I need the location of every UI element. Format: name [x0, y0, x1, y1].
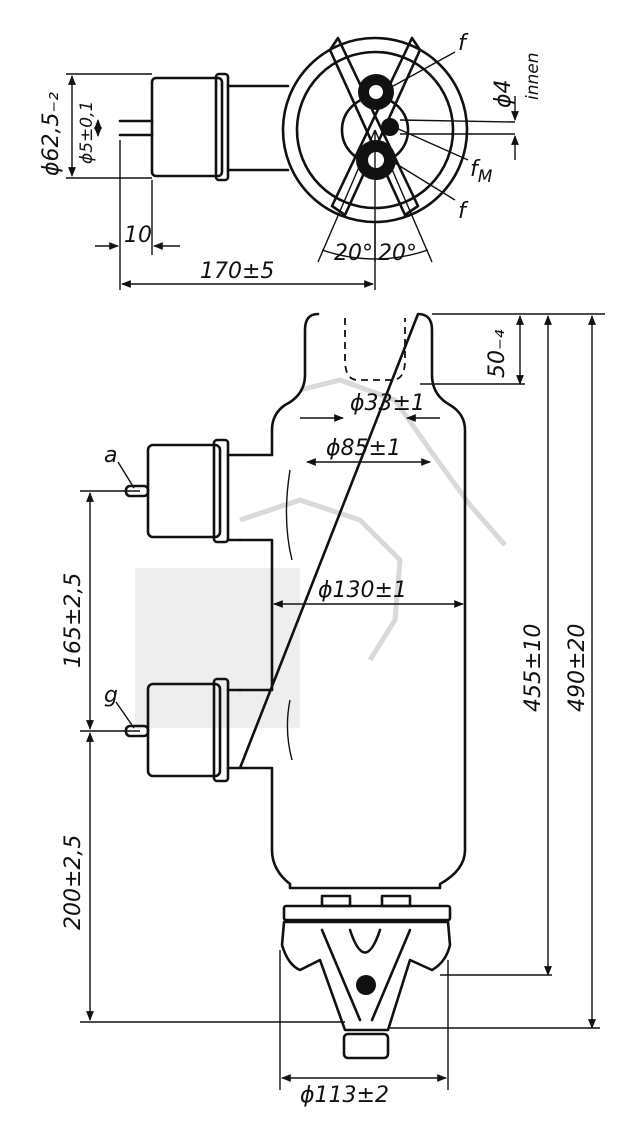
top-terminal-pin — [118, 119, 154, 137]
label-filament-top: f — [458, 31, 469, 56]
side-view: a g 50₋₄ ϕ33±1 ϕ85±1 ϕ130±1 165±2,5 200±… — [61, 312, 605, 1108]
top-terminal-ring — [214, 72, 230, 182]
label-angle-right: 20° — [378, 241, 417, 266]
top-terminal-stem — [226, 84, 290, 172]
label-dim-base-dia: ϕ113±2 — [300, 1083, 389, 1108]
label-dia-inner: ϕ4 — [491, 79, 516, 108]
label-dim-body-dia: ϕ130±1 — [318, 578, 407, 603]
label-dim-height-base: 455±10 — [521, 624, 546, 712]
watermark — [135, 377, 507, 728]
base-bracket — [280, 920, 452, 1032]
label-overall-width: 170±5 — [200, 259, 274, 284]
label-dim-height-total: 490±20 — [565, 624, 590, 712]
label-filament-mid: fM — [470, 157, 493, 187]
tube-envelope — [238, 312, 467, 890]
label-grid: g — [104, 683, 118, 708]
label-inner: innen — [523, 52, 543, 100]
label-angle-left: 20° — [334, 241, 373, 266]
label-dim-neck-dia: ϕ85±1 — [326, 436, 401, 461]
anode-terminal-ring — [212, 438, 230, 544]
filament-terminal-mid — [381, 118, 399, 136]
label-dim-terminal-spacing: 165±2,5 — [61, 573, 86, 668]
label-dim-cap-dia: ϕ33±1 — [350, 391, 425, 416]
top-view: ϕ62,5₋₂ ϕ5±0,1 f fM f ϕ4 innen 20° 20° 1… — [39, 31, 543, 290]
base-knob — [342, 1032, 390, 1060]
top-terminal-cap — [150, 76, 224, 178]
base-flange — [282, 904, 452, 922]
label-dia-base: ϕ62,5₋₂ — [39, 92, 64, 176]
label-filament-bottom: f — [458, 199, 469, 224]
label-anode: a — [104, 443, 117, 468]
base-clamp — [356, 975, 376, 995]
label-dia-pin: ϕ5±0,1 — [77, 101, 97, 164]
grid-terminal-ring — [212, 677, 230, 783]
label-pin-length: 10 — [124, 223, 152, 248]
label-dim-top-cap: 50₋₄ — [485, 329, 510, 378]
label-dim-grid-height: 200±2,5 — [61, 835, 86, 930]
anode-terminal-cap — [146, 443, 222, 539]
